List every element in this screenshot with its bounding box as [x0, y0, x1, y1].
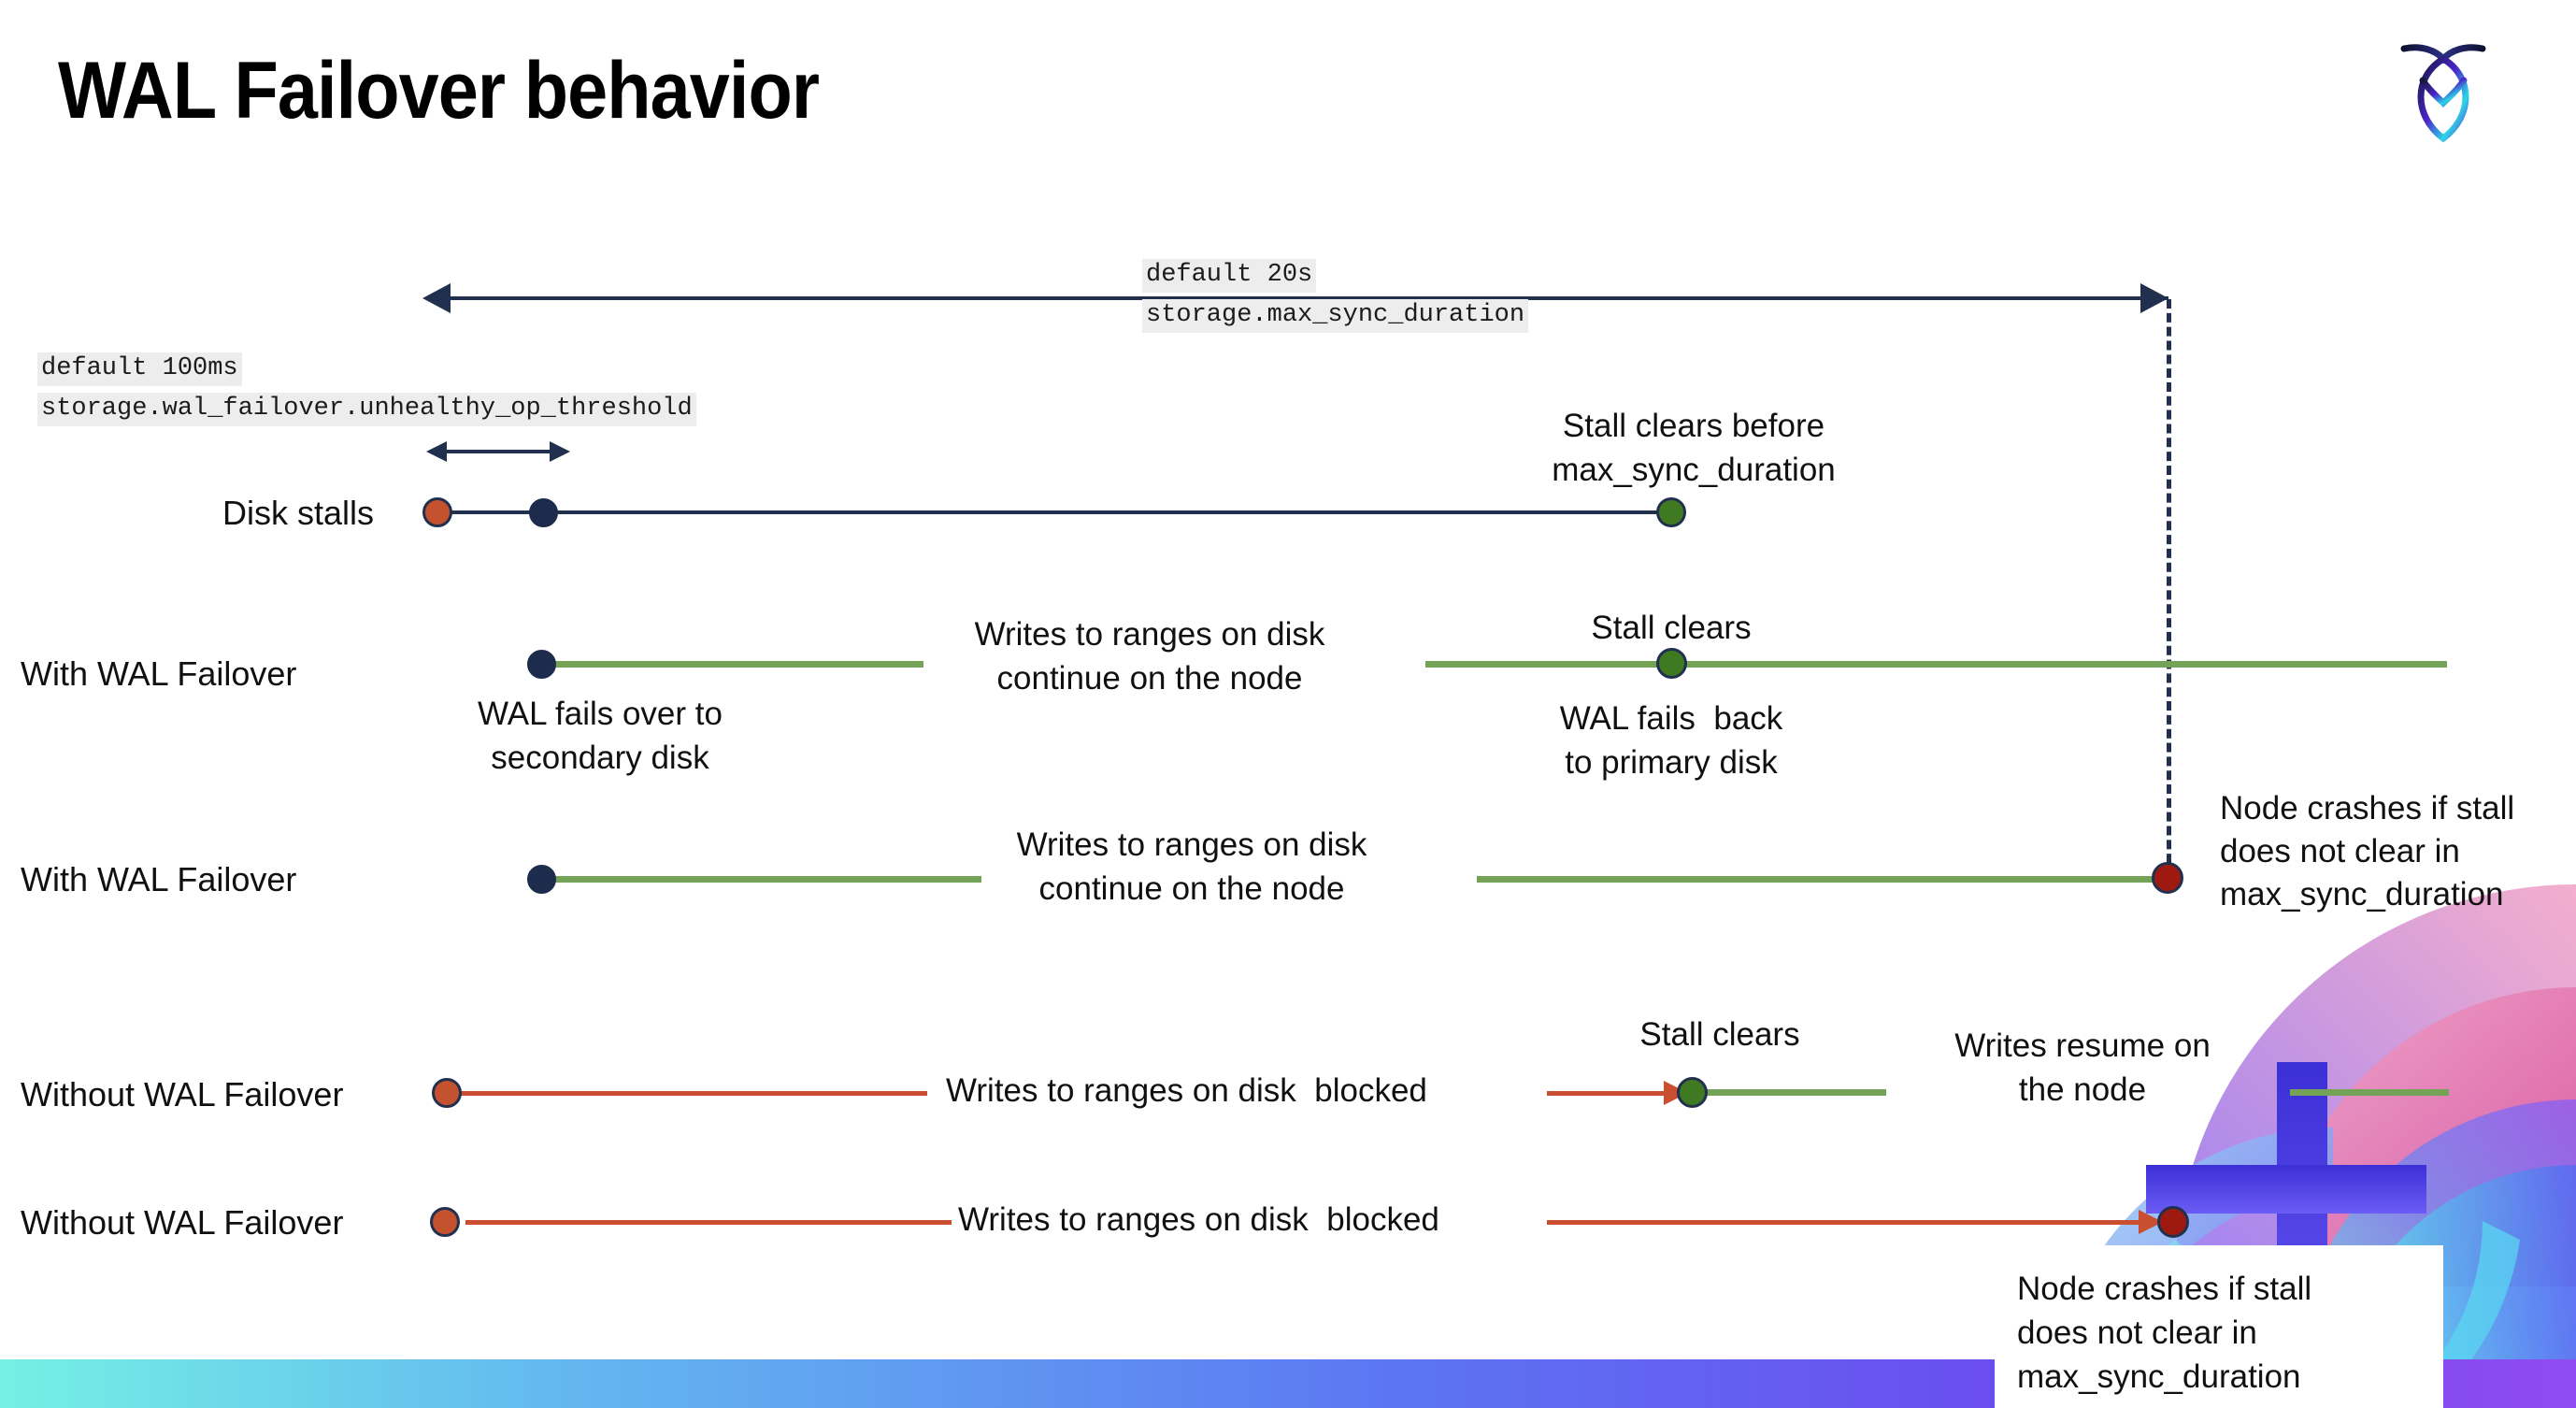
note-writes-blocked-1: Writes to ranges on disk blocked	[946, 1072, 1427, 1109]
without-wal-failover-crash-a	[465, 1220, 952, 1225]
max-sync-duration-arrow-line	[449, 296, 2168, 300]
note-wal-fails-back: WAL fails back to primary disk	[1559, 700, 1783, 781]
max-sync-dashed-connector	[2167, 299, 2171, 877]
without-wal-failover-stall-dot-1	[432, 1078, 462, 1108]
disk-stall-start-dot	[422, 497, 452, 527]
disk-stall-clear-dot	[1656, 497, 1686, 527]
unhealthy-default-chip: default 100ms	[37, 352, 242, 386]
without-wal-failover-crash-b	[1547, 1220, 2145, 1225]
wal-failover-start-dot	[527, 650, 556, 679]
note-writes-blocked-2: Writes to ranges on disk blocked	[958, 1201, 1439, 1238]
note-writes-continue-2: Writes to ranges on disk continue on the…	[1016, 826, 1367, 907]
note-node-crashes-row3: Node crashes if stall does not clear in …	[2220, 790, 2515, 912]
row-label-disk-stalls: Disk stalls	[222, 494, 375, 532]
row-label-without-wal-failover-1: Without WAL Failover	[21, 1075, 344, 1113]
max-sync-duration-arrow-right	[2140, 283, 2168, 313]
with-wal-failover-segment-a	[542, 661, 923, 668]
disk-stall-detect-dot	[529, 498, 558, 527]
disk-stalls-timeline	[437, 510, 1671, 514]
without-wal-failover-blocked-a	[451, 1091, 927, 1096]
row-label-without-wal-failover-2: Without WAL Failover	[21, 1203, 344, 1242]
row-label-with-wal-failover-2: With WAL Failover	[21, 860, 297, 898]
cockroachdb-logo-icon	[2389, 28, 2497, 150]
note-wal-fails-over: WAL fails over to secondary disk	[478, 696, 723, 776]
with-wal-failover-crash-segment-b	[1477, 876, 2168, 883]
with-wal-failover-crash-segment-a	[542, 876, 981, 883]
without-wal-failover-stall-dot-2	[430, 1207, 460, 1237]
max-sync-setting-chip: storage.max_sync_duration	[1142, 299, 1529, 333]
unhealthy-threshold-arrow-left	[426, 441, 447, 462]
wal-failover-stall-clear-dot	[1656, 648, 1687, 679]
with-wal-failover-segment-b	[1425, 661, 2447, 668]
node-crash-callout-box	[1995, 1245, 2443, 1408]
note-writes-continue-1: Writes to ranges on disk continue on the…	[974, 616, 1325, 697]
note-node-crashes-row5: Node crashes if stall does not clear in …	[2017, 1271, 2312, 1395]
unhealthy-setting-chip: storage.wal_failover.unhealthy_op_thresh…	[37, 393, 696, 426]
note-stall-clears-row2: Stall clears	[1591, 610, 1752, 646]
page-title: WAL Failover behavior	[58, 46, 820, 136]
without-wal-failover-resume-b	[2290, 1089, 2449, 1096]
without-wal-failover-blocked-b	[1547, 1091, 1667, 1096]
note-writes-resume: Writes resume on the node	[1954, 1027, 2211, 1108]
max-sync-default-chip: default 20s	[1142, 259, 1317, 293]
without-wal-failover-clear-dot	[1677, 1077, 1708, 1108]
max-sync-duration-arrow-left	[422, 283, 451, 313]
row-label-with-wal-failover-1: With WAL Failover	[21, 654, 297, 693]
without-wal-failover-resume-a	[1699, 1089, 1886, 1096]
note-stall-clears-before-max-sync: Stall clears before max_sync_duration	[1552, 408, 1836, 488]
without-wal-failover-crash-dot	[2157, 1206, 2189, 1238]
unhealthy-threshold-arrow-right	[550, 441, 570, 462]
note-stall-clears-row4: Stall clears	[1639, 1016, 1800, 1053]
wal-failover-crash-start-dot	[527, 865, 556, 894]
wal-failover-crash-dot	[2152, 862, 2183, 894]
unhealthy-threshold-arrow-line	[447, 450, 550, 453]
